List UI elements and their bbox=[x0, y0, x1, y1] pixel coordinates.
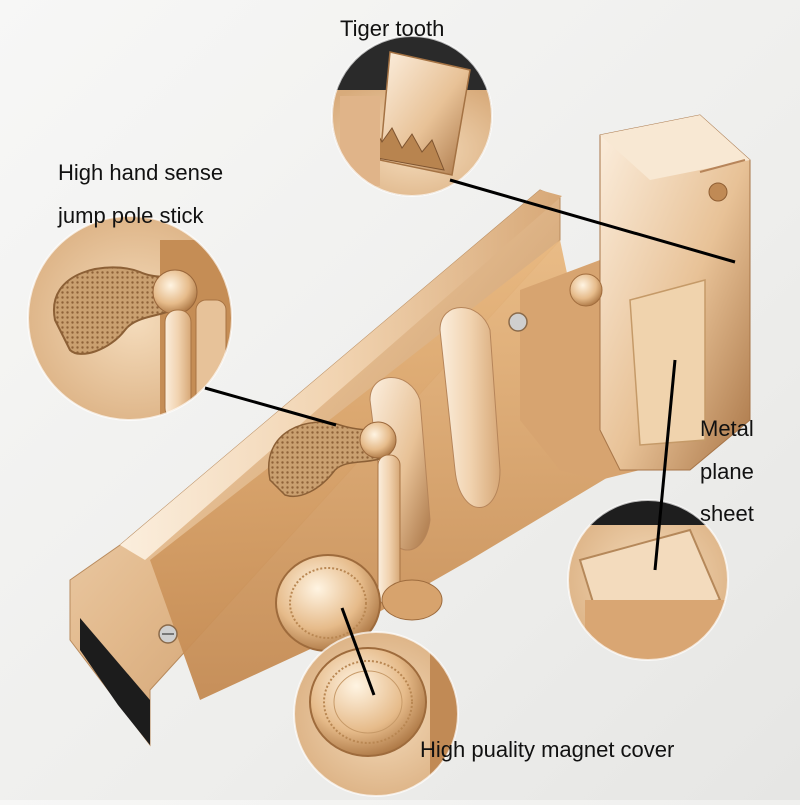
magnet-pointer bbox=[340, 607, 376, 696]
jump-pole-zoom bbox=[28, 216, 232, 420]
metal-sheet-label-line2: plane bbox=[700, 459, 754, 484]
tiger-tooth-label: Tiger tooth bbox=[340, 16, 445, 41]
metal-sheet-pointer bbox=[653, 359, 677, 571]
tiger-tooth-pointer bbox=[449, 178, 736, 264]
magnet-cover-label: High puality magnet cover bbox=[420, 737, 675, 762]
tiger-tooth-zoom bbox=[332, 36, 492, 196]
jump-pole-label-line2: jump pole stick bbox=[58, 203, 204, 228]
metal-sheet-label-line3: sheet bbox=[700, 501, 754, 526]
jump-pole-pointer bbox=[204, 386, 337, 427]
jump-pole-label-line1: High hand sense bbox=[58, 160, 224, 185]
metal-sheet-label-line1: Metal bbox=[700, 416, 754, 441]
magnet-cover-zoom bbox=[294, 632, 458, 796]
